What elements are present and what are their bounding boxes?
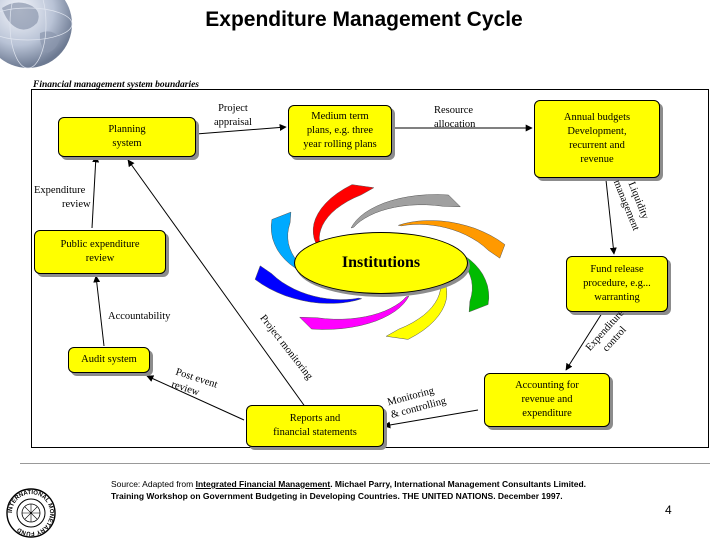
public-expenditure-review-box: Public expenditure review (34, 230, 166, 274)
arrow-planning-to-medium (195, 123, 287, 135)
swirl-arm (398, 220, 506, 259)
label-line: allocation (434, 119, 476, 130)
box-line: recurrent and (569, 140, 625, 151)
box-line: Audit system (81, 354, 137, 365)
swirl-arm (254, 265, 362, 304)
box-line: plans, e.g. three (306, 125, 374, 136)
arrow-reports-to-audit (146, 375, 245, 421)
source-citation: Source: Adapted from Integrated Financia… (111, 478, 586, 502)
box-line: Fund release (590, 264, 644, 275)
label-line: review (62, 199, 91, 210)
box-line: Medium term (311, 111, 369, 122)
box-line: year rolling plans (303, 139, 377, 150)
source-rest: . Michael Parry, International Managemen… (330, 479, 587, 489)
label-line: Resource (434, 105, 474, 116)
arrow-reports-to-planning (127, 159, 307, 409)
arrow-fund-to-accounting (565, 309, 605, 371)
swirl-arm (350, 194, 462, 229)
globe-icon (0, 0, 73, 69)
box-line: Public expenditure (60, 239, 140, 250)
boundary-label: Financial management system boundaries (33, 80, 200, 90)
box-line: warranting (594, 292, 640, 303)
footer-divider (20, 463, 710, 464)
institutions-swirl (254, 184, 506, 340)
arrow-accounting-to-reports (383, 409, 479, 429)
page-title: Expenditure Management Cycle (205, 8, 523, 31)
swirl-arm (298, 295, 410, 330)
accounting-box: Accounting for revenue and expenditure (484, 373, 610, 427)
box-line: system (112, 138, 142, 149)
swirl-arm (385, 272, 448, 340)
audit-system-box: Audit system (68, 347, 150, 373)
label-line: Expenditure (34, 185, 86, 196)
imf-seal-logo: INTERNATIONAL MONETARY FUND (6, 488, 56, 538)
source-prefix: Source: Adapted from (111, 479, 196, 489)
box-line: financial statements (273, 427, 357, 438)
source-line2: Training Workshop on Government Budgetin… (111, 491, 563, 501)
arrow-audit-to-review (93, 275, 105, 347)
box-line: Reports and (289, 413, 341, 424)
fund-release-box: Fund release procedure, e.g... warranting (566, 256, 668, 312)
label-resource-allocation: Resource allocation (434, 104, 475, 132)
label-expenditure-review: Expenditure review (34, 184, 91, 212)
medium-term-plans-box: Medium term plans, e.g. three year rolling… (288, 105, 392, 157)
box-line: procedure, e.g... (583, 278, 651, 289)
swirl-arm (312, 184, 375, 252)
box-line: Planning (108, 124, 146, 135)
institutions-ellipse: Institutions (294, 232, 468, 294)
arrow-review-to-planning (91, 155, 100, 229)
box-line: review (85, 253, 115, 264)
box-line: expenditure (522, 408, 572, 419)
box-line: Accounting for (515, 380, 579, 391)
arrow-annual-to-fund (605, 179, 617, 255)
page-number: 4 (665, 503, 672, 517)
planning-system-box: Planning system (58, 117, 196, 157)
box-line: revenue and (521, 394, 573, 405)
label-project-appraisal: Project appraisal (214, 102, 252, 130)
source-book-title: Integrated Financial Management (195, 479, 331, 489)
label-line: Project (218, 103, 248, 114)
boundary-frame (31, 89, 709, 448)
institutions-label: Institutions (341, 254, 421, 271)
box-line: Annual budgets (563, 112, 631, 123)
box-line: Development, (567, 126, 627, 137)
reports-box: Reports and financial statements (246, 405, 384, 447)
label-line: appraisal (214, 117, 252, 128)
box-line: revenue (580, 154, 614, 165)
label-accountability: Accountability (108, 311, 171, 322)
